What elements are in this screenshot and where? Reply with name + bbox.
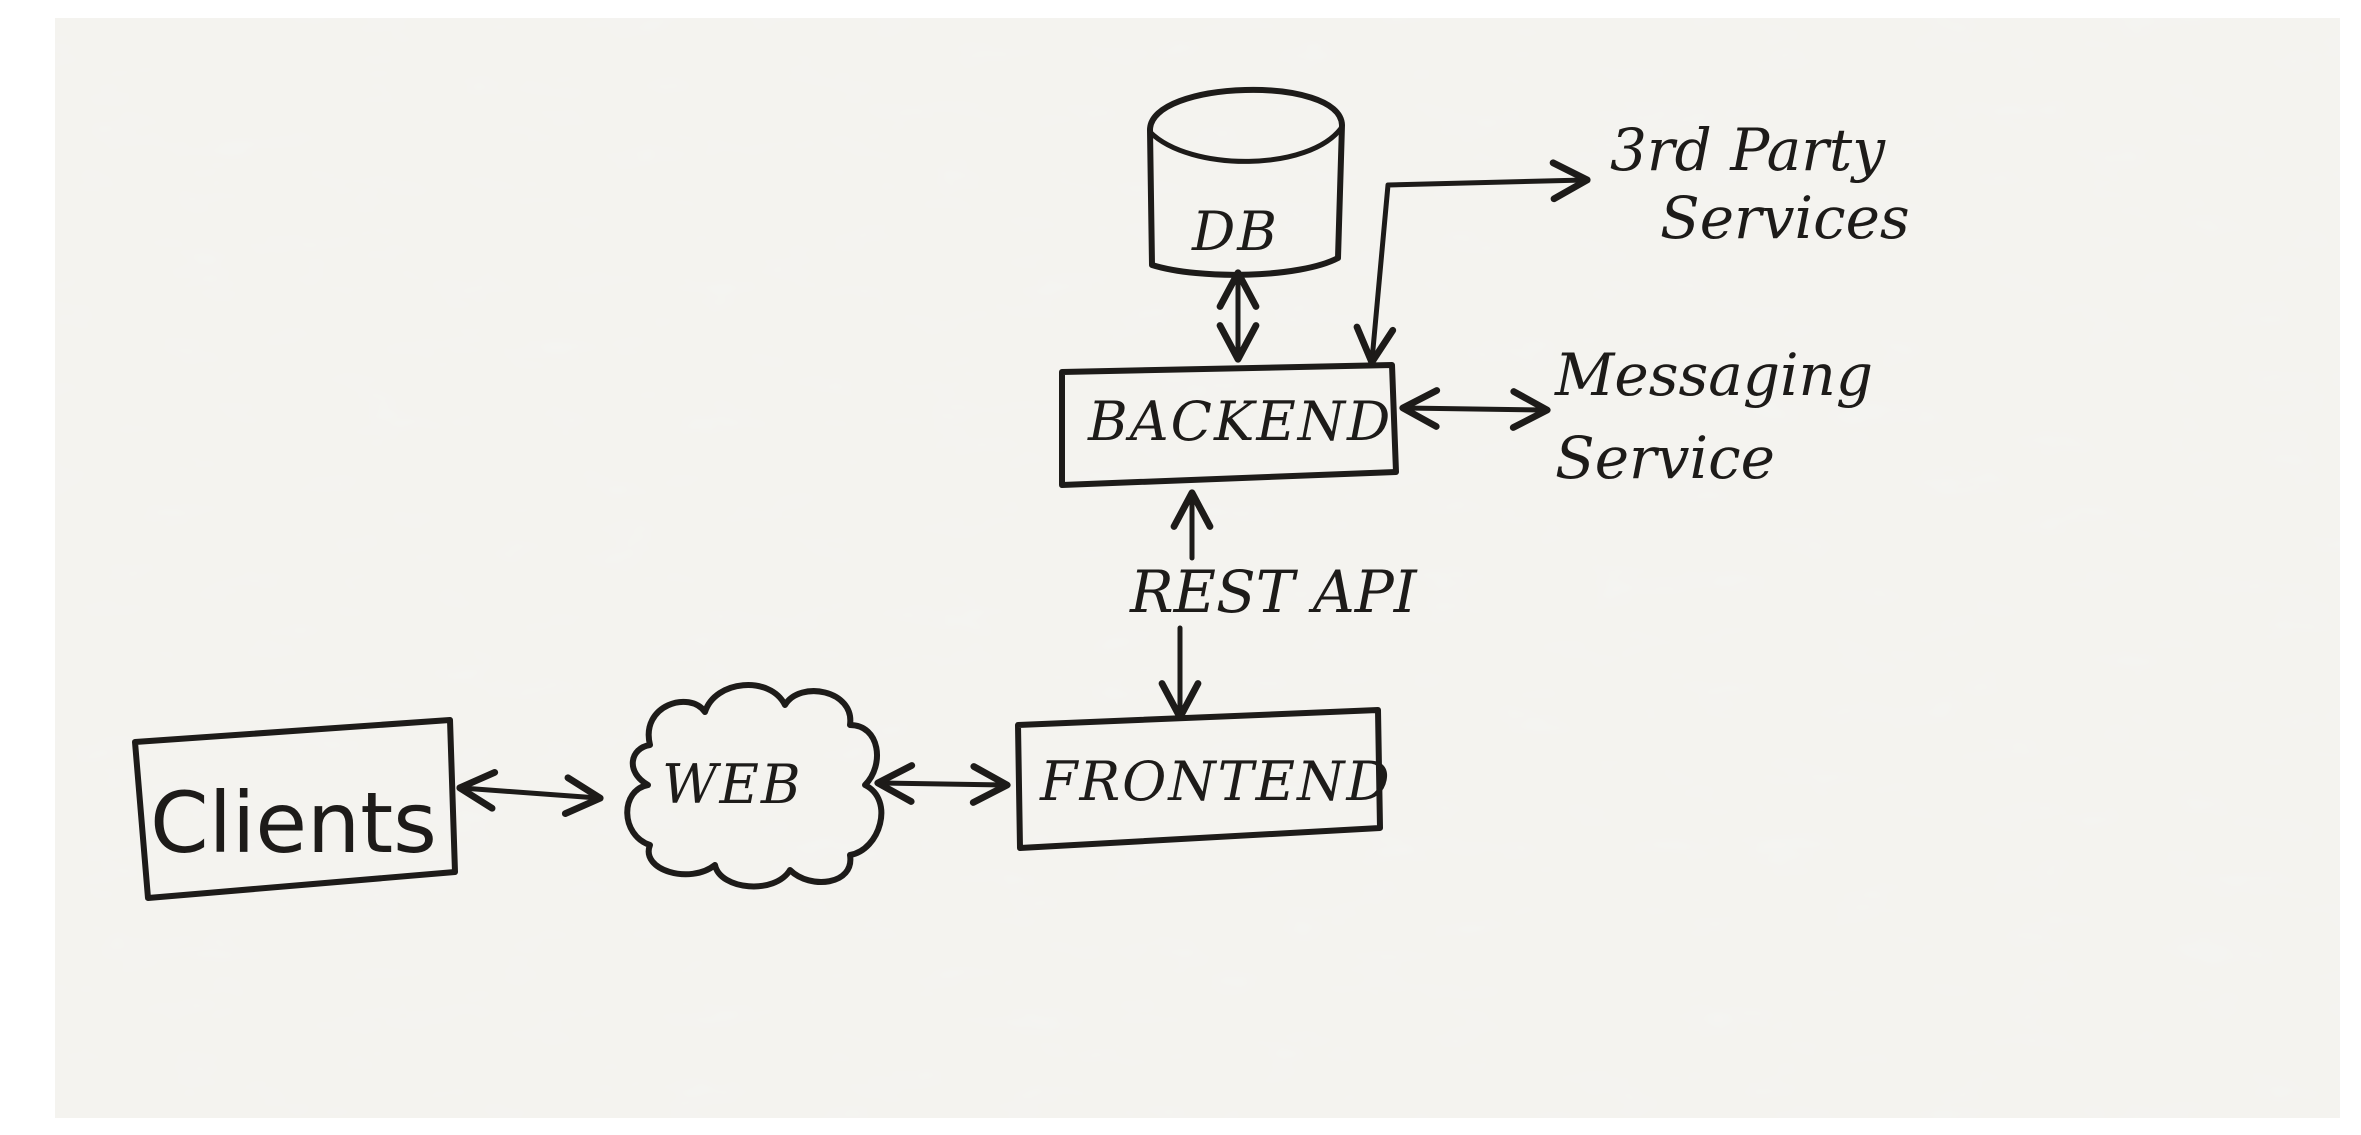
edge-backend-third-party <box>1353 159 1591 366</box>
clients-label: Clients <box>150 774 437 872</box>
clients-node: Clients <box>132 717 458 901</box>
edge-web-frontend <box>874 762 1011 806</box>
backend-node: BACKEND <box>1059 362 1399 488</box>
edge-backend-messaging <box>1399 387 1551 431</box>
web-cloud-shape <box>624 682 885 890</box>
backend-box <box>1059 362 1399 488</box>
web-label: WEB <box>662 753 803 816</box>
frontend-box <box>1015 707 1383 851</box>
frontend-node: FRONTEND <box>1015 707 1392 851</box>
paper-texture <box>55 18 2340 1118</box>
messaging-node: Messaging Service <box>1554 341 1873 492</box>
messaging-line1: Messaging <box>1554 341 1873 409</box>
web-node: WEB <box>624 682 885 890</box>
third-party-line2: Services <box>1660 184 1910 252</box>
third-party-node: 3rd Party Services <box>1610 116 1910 252</box>
db-label: DB <box>1191 200 1279 263</box>
backend-label: BACKEND <box>1087 390 1392 453</box>
rest-api-label: REST API <box>1129 558 1418 626</box>
edge-clients-web <box>456 768 604 818</box>
db-node: DB <box>1147 87 1345 278</box>
db-cylinder-rim <box>1147 124 1345 164</box>
messaging-line2: Service <box>1555 424 1775 492</box>
third-party-line1: 3rd Party <box>1610 116 1886 184</box>
clients-box <box>132 717 458 901</box>
frontend-label: FRONTEND <box>1039 750 1392 813</box>
